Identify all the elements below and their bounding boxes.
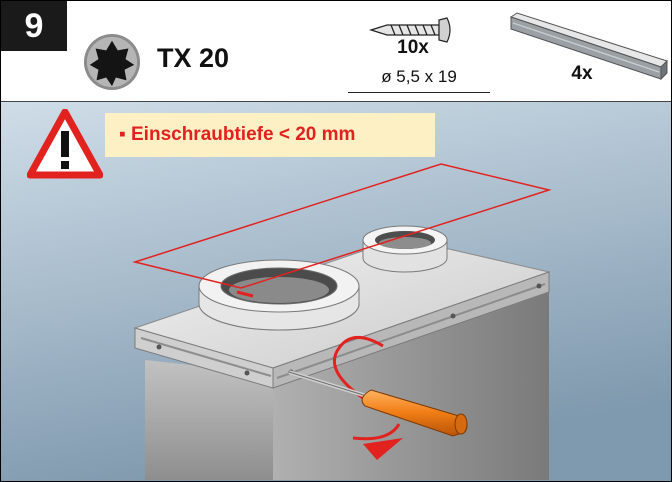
screw-quantity: 10x xyxy=(397,37,429,58)
mounting-rail-icon xyxy=(509,12,668,81)
warning-banner: ▪ Einschraubtiefe < 20 mm xyxy=(105,113,435,157)
installation-illustration xyxy=(1,102,671,481)
warning-triangle-icon xyxy=(27,109,103,179)
torx-bit-icon xyxy=(83,33,141,91)
tool-label: TX 20 xyxy=(157,43,230,73)
screw-dimensions: ø 5,5 x 19 xyxy=(381,67,457,86)
rail-quantity: 4x xyxy=(571,63,593,84)
parts-header: 9 TX 20 10x ø 5,5 x 19 4x xyxy=(1,1,671,102)
screw-icon xyxy=(368,17,451,43)
screw-divider xyxy=(348,92,490,93)
warning-text: ▪ Einschraubtiefe < 20 mm xyxy=(119,124,356,145)
step-number: 9 xyxy=(1,1,67,51)
